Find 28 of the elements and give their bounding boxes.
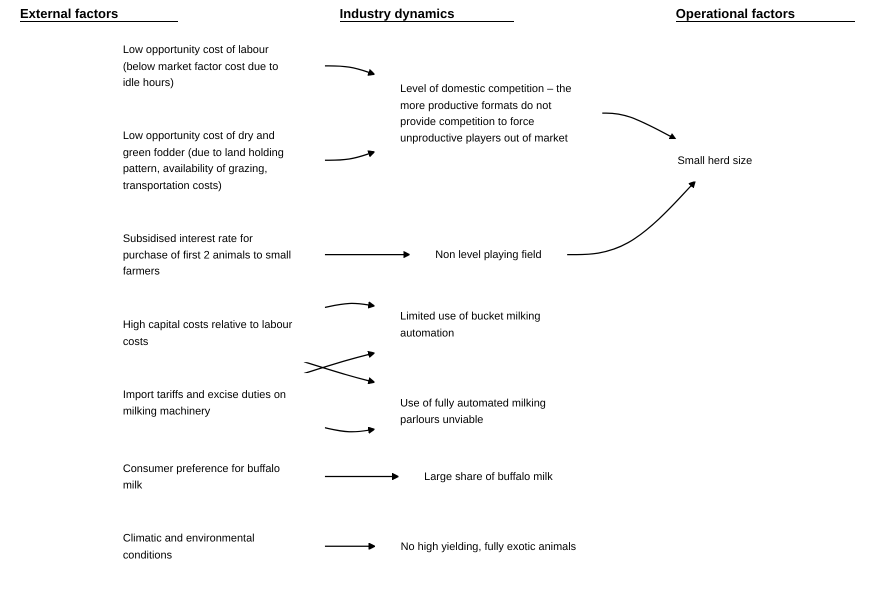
arrow: [324, 250, 410, 258]
node-text: Import tariffs and excise duties on milking machinery: [122, 388, 286, 417]
arrow: [566, 180, 696, 256]
node-text: Limited use of bucket milking automation: [400, 310, 540, 339]
node-text: Large share of buffalo milk: [424, 470, 553, 483]
arrow: [324, 150, 376, 161]
arrow: [324, 65, 376, 76]
node-text: Level of domestic competition – the more productive formats do not provide competition to force unproductive players out of market: [400, 82, 572, 144]
node-text: Small herd size: [677, 154, 752, 166]
column-heading: External factors: [20, 6, 178, 22]
arrow: [304, 361, 376, 384]
arrow: [324, 472, 400, 480]
node-text: Consumer preference for buffalo milk: [122, 462, 280, 491]
arrow: [324, 426, 376, 434]
column-heading: Operational factors: [676, 6, 855, 22]
node-text: High capital costs relative to labour costs: [122, 318, 292, 348]
arrow: [324, 301, 376, 309]
node-text: No high yielding, fully exotic animals: [400, 540, 576, 552]
node-text: Use of fully automated milking parlours unviable: [400, 396, 546, 426]
column-heading: Industry dynamics: [340, 6, 514, 22]
node-text: Subsidised interest rate for purchase of first 2 animals to small farmers: [122, 232, 292, 278]
node-text: Low opportunity cost of labour (below market factor cost due to idle hours): [122, 43, 278, 88]
arrow: [324, 542, 376, 550]
arrow: [602, 112, 676, 140]
node-text: Non level playing field: [435, 248, 542, 261]
node-text: Low opportunity cost of dry and green fodder (due to land holding pattern, availability of grazing, transportation costs): [122, 129, 284, 191]
arrow: [304, 350, 376, 374]
node-text: Climatic and environmental conditions: [122, 532, 255, 561]
